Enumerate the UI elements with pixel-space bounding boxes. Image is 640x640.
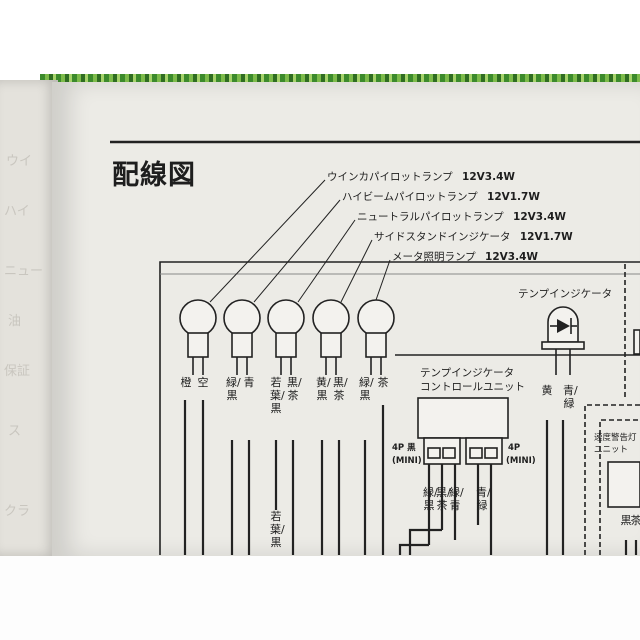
lamp-spec: 12V1.7W: [519, 231, 573, 243]
warning-unit-label-line1: 速度警告灯: [594, 433, 637, 443]
left-page-text: ハイ: [4, 204, 30, 219]
wire-label: 緑/黒: [359, 376, 374, 402]
control-unit-wires: [398, 464, 493, 555]
connector-right-label: 4P: [508, 443, 521, 453]
connector-left: [423, 437, 461, 465]
left-page-text: 油: [8, 314, 22, 329]
left-page-text: クラ: [4, 504, 31, 519]
wire-label: 黒/茶: [287, 376, 302, 402]
right-edge-component: [633, 329, 640, 355]
lamp-name: ニュートラルパイロットランプ: [357, 211, 504, 223]
background-top: [0, 0, 640, 82]
lamp-spec: 12V3.4W: [513, 211, 566, 223]
wire-label: 緑/黒: [423, 486, 438, 512]
wire-label: 空: [197, 376, 209, 389]
wire-label: 黄/黒: [316, 376, 331, 402]
connector-left-sub: (MINI): [392, 456, 422, 466]
wire-label: 青/緑: [563, 384, 578, 410]
wire-label: 黒: [620, 514, 632, 527]
left-page-text: 保証: [4, 364, 31, 379]
temp-indicator-led: [541, 306, 585, 375]
lamp-name: サイドスタンドインジケータ: [374, 231, 511, 243]
temp-indicator-label: テンプインジケータ: [518, 288, 613, 300]
left-page: ウイ ハイ ニュー 油 保証 ス クラ: [0, 80, 58, 556]
wire-label: 青: [243, 376, 255, 389]
wire-label: 黒/茶: [436, 486, 451, 512]
left-page-text: ニュー: [4, 264, 44, 279]
lamp-spec: 12V1.7W: [487, 191, 540, 203]
background-bottom: [0, 548, 640, 640]
connector-right-sub: (MINI): [506, 456, 536, 466]
wire-label: 若葉/黒: [270, 376, 285, 415]
lamp-leader-lines: [209, 179, 391, 303]
wire-label: 若葉/黒: [270, 510, 285, 549]
wire-label: 橙: [180, 376, 192, 389]
wire-label: 茶: [377, 376, 389, 389]
lamp-label-4: サイドスタンドインジケータ 12V1.7W: [374, 232, 573, 243]
lamp-name: ウインカパイロットランプ: [327, 171, 453, 183]
wire-label: 緑/黒: [226, 376, 241, 402]
control-unit-label-line1: テンプインジケータ: [420, 367, 515, 379]
lamp-3: [267, 299, 305, 375]
control-unit-label-line2: コントロールユニット: [420, 381, 525, 393]
left-page-text: ウイ: [6, 154, 33, 169]
connector-right: [465, 437, 503, 465]
control-unit-box: [417, 397, 509, 439]
lamp-label-2: ハイビームパイロットランプ 12V1.7W: [342, 192, 540, 203]
left-page-text: ス: [8, 424, 22, 439]
lamp-1: [179, 299, 217, 375]
lamp-label-5: メータ照明ランプ 12V3.4W: [392, 252, 538, 263]
wire-label: 緑/青: [449, 486, 464, 512]
warning-unit-inner-boundary: [599, 419, 640, 555]
lamp-spec: 12V3.4W: [462, 171, 515, 183]
warning-unit-label-line2: ユニット: [594, 445, 629, 455]
lamp-label-3: ニュートラルパイロットランプ 12V3.4W: [357, 212, 566, 223]
page-title: 配線図: [112, 160, 196, 191]
warning-unit-wires: [624, 540, 638, 555]
connector-left-label: 4P 黒: [392, 443, 416, 453]
lamp-2: [223, 299, 261, 375]
wire-label: 茶: [630, 514, 640, 527]
warning-unit-boundary: [584, 404, 640, 555]
wire-label: 青/緑: [476, 486, 491, 512]
lamp-name: ハイビームパイロットランプ: [342, 191, 478, 203]
meter-panel-outline: [159, 261, 640, 555]
lamp-name: メータ照明ランプ: [392, 251, 476, 263]
wire-label: 黒/茶: [333, 376, 348, 402]
lamp-spec: 12V3.4W: [485, 251, 538, 263]
lamp-4: [312, 299, 350, 375]
temp-indicator-wires: [545, 420, 565, 555]
lamp-label-1: ウインカパイロットランプ 12V3.4W: [327, 172, 515, 183]
wire-label: 黄: [541, 384, 553, 397]
lamp-wires: [183, 400, 385, 555]
lamp-5: [357, 299, 395, 375]
warning-unit-box: [607, 461, 640, 508]
